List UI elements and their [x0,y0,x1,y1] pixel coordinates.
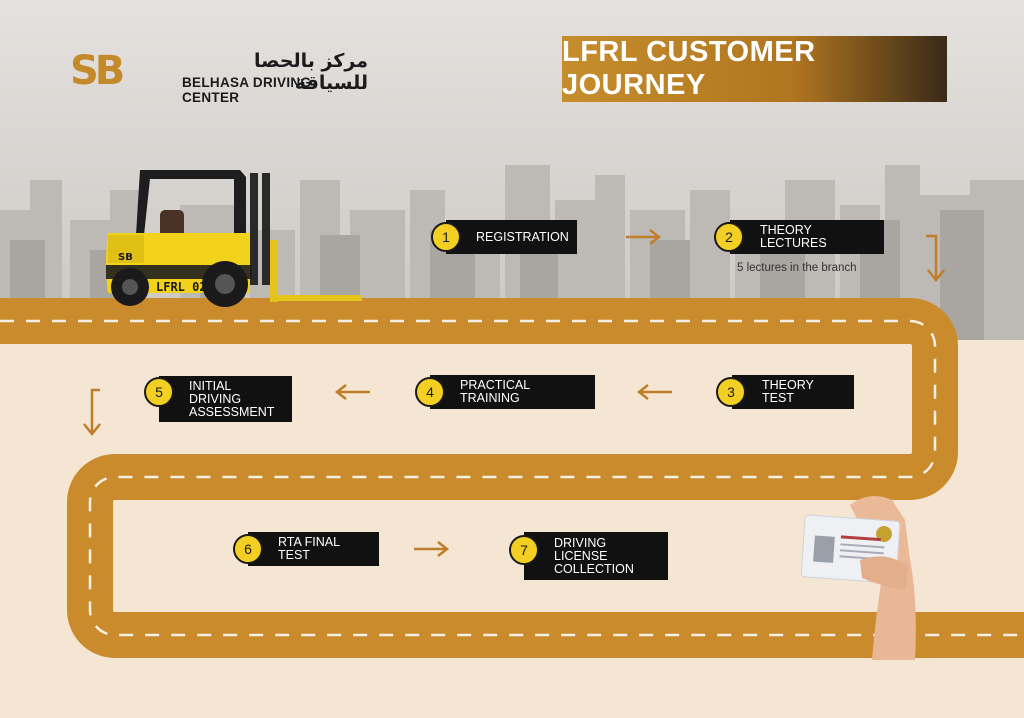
forklift-badge: SB [118,252,133,263]
step-1-label: REGISTRATION [476,229,569,244]
belhasa-logo: SB مركز بالحصا للسياقة BELHASA DRIVING C… [70,48,370,105]
step-5-number-badge: 5 [144,377,174,407]
arrow-left-4-to-5 [334,384,370,400]
logo-english-text: BELHASA DRIVING CENTER [182,75,312,105]
step-4-number-badge: 4 [415,377,445,407]
step-2-number-badge: 2 [714,222,744,252]
step-6-number-badge: 6 [233,534,263,564]
step-1-number-badge: 1 [431,222,461,252]
title-banner: LFRL CUSTOMER JOURNEY [562,36,947,102]
step-7-label: DRIVING LICENSE COLLECTION [554,535,634,576]
license-card-hand [800,496,916,660]
step-2-note: 5 lectures in the branch [737,262,857,274]
step-5-initial-driving-assessment: INITIAL DRIVING ASSESSMENT [159,376,292,422]
step-6-rta-final-test: RTA FINAL TEST [248,532,379,566]
arrow-right-6-to-7 [414,541,450,557]
step-1-registration: REGISTRATION [446,220,577,254]
step-2-label: THEORY LECTURES [760,223,827,250]
arrow-left-3-to-4 [636,384,672,400]
step-4-practical-training: PRACTICAL TRAINING [430,375,595,409]
step-6-label: RTA FINAL TEST [278,535,340,562]
forklift-illustration: SB LFRL 02 [106,170,362,307]
forklift-label: LFRL 02 [156,280,207,294]
step-7-driving-license-collection: DRIVING LICENSE COLLECTION [524,532,668,580]
arrow-down-2-to-3 [926,234,945,283]
step-5-label: INITIAL DRIVING ASSESSMENT [189,378,275,419]
step-7-number-badge: 7 [509,535,539,565]
step-3-label: THEORY TEST [762,378,814,405]
step-2-theory-lectures: THEORY LECTURES [730,220,884,254]
logo-arabic-text: مركز بالحصا للسياقة [253,50,368,94]
arrow-down-5-to-6 [83,388,101,437]
step-4-label: PRACTICAL TRAINING [460,378,530,405]
arrow-right-1-to-2 [626,229,662,245]
step-3-number-badge: 3 [716,377,746,407]
logo-mark: SB [70,48,125,94]
page-title: LFRL CUSTOMER JOURNEY [562,36,816,101]
step-3-theory-test: THEORY TEST [732,375,854,409]
